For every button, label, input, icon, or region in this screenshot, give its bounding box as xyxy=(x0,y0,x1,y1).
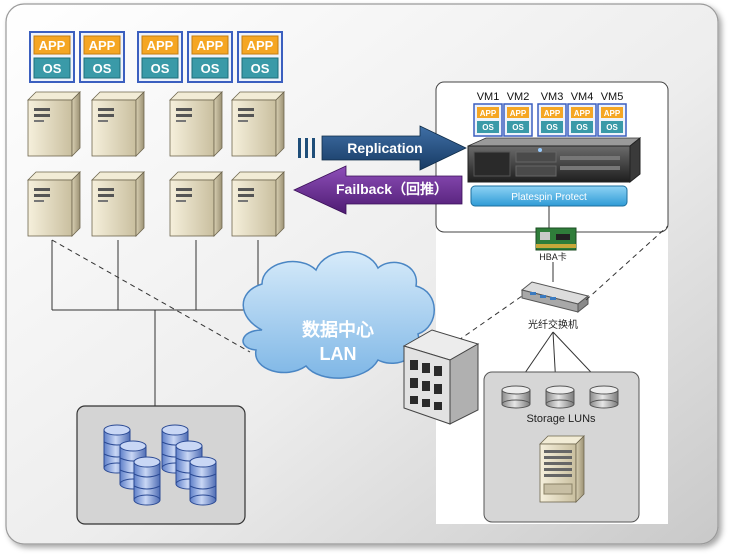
database-icon xyxy=(189,456,217,506)
lan-cloud-line1: 数据中心 xyxy=(302,319,374,340)
lan-cloud-line2: LAN xyxy=(320,344,357,364)
vm-label: VM1 xyxy=(477,91,500,103)
os-box xyxy=(33,57,71,79)
vm-os-label: OS xyxy=(512,123,524,132)
app-os-stack-group: APP OS APP OS APP OS APP OS xyxy=(29,31,283,83)
app-os-stack: APP OS xyxy=(137,31,183,83)
server-tower-icon xyxy=(169,91,223,157)
storage-cabinet-icon xyxy=(539,435,585,503)
failback-label: Failback（回推） xyxy=(336,181,448,197)
hba-label: HBA卡 xyxy=(539,251,567,262)
fc-switch-label: 光纤交换机 xyxy=(528,318,578,331)
vm-os-label: OS xyxy=(606,123,618,132)
failback-arrow: Failback（回推） xyxy=(293,165,463,215)
os-label: OS xyxy=(43,61,62,76)
vm-label: VM4 xyxy=(571,91,594,103)
vm-app-label: APP xyxy=(544,109,561,118)
app-label: APP xyxy=(197,38,224,53)
app-os-stack: APP OS xyxy=(29,31,75,83)
vm-label: VM5 xyxy=(601,91,624,103)
vm-app-label: APP xyxy=(480,109,497,118)
os-box xyxy=(191,57,229,79)
lun-disk-icon xyxy=(589,385,619,409)
app-box xyxy=(33,35,71,55)
os-box xyxy=(141,57,179,79)
storage-luns-box: Storage LUNs xyxy=(483,371,640,523)
app-os-stack: APP OS xyxy=(237,31,283,83)
lan-cloud-icon: 数据中心 LAN xyxy=(242,251,435,379)
vm-os-label: OS xyxy=(482,123,494,132)
datacenter-building-icon xyxy=(402,329,480,425)
dashed-link-lines xyxy=(435,225,669,357)
server-tower-icon xyxy=(91,91,145,157)
app-box xyxy=(141,35,179,55)
os-box xyxy=(241,57,279,79)
source-servers xyxy=(27,91,285,237)
vm-app-os-stack: APP OS xyxy=(597,103,627,137)
lun-disk-icon xyxy=(545,385,575,409)
vm-app-label: APP xyxy=(604,109,621,118)
lun-disk-icon xyxy=(501,385,531,409)
storage-label: Storage LUNs xyxy=(526,413,596,425)
vm-os-label: OS xyxy=(546,123,558,132)
app-label: APP xyxy=(247,38,274,53)
os-label: OS xyxy=(151,61,170,76)
app-box xyxy=(241,35,279,55)
app-label: APP xyxy=(147,38,174,53)
vm-app-os-stack: APP OS xyxy=(473,103,503,137)
vm-label: VM2 xyxy=(507,91,530,103)
vm-app-os-stack: APP OS xyxy=(503,103,533,137)
vm-app-label: APP xyxy=(510,109,527,118)
replication-arrow: Replication xyxy=(298,125,467,171)
os-label: OS xyxy=(251,61,270,76)
hba-card-icon: HBA卡 xyxy=(535,206,577,282)
app-box xyxy=(83,35,121,55)
replication-label: Replication xyxy=(347,140,422,156)
product-label: Platespin Protect xyxy=(511,192,587,203)
vm-app-os-stack: APP OS xyxy=(537,103,567,137)
server-tower-icon xyxy=(27,171,81,237)
app-os-stack: APP OS xyxy=(187,31,233,83)
server-tower-icon xyxy=(91,171,145,237)
vm-app-label: APP xyxy=(574,109,591,118)
app-os-stack: APP OS xyxy=(79,31,125,83)
vm-stack-group: VM1 VM2 VM3 VM4 VM5 APP OS APP OS APP OS xyxy=(473,91,627,137)
platespin-product-bar: Platespin Protect xyxy=(470,185,628,207)
os-label: OS xyxy=(201,61,220,76)
server-tower-icon xyxy=(169,171,223,237)
rack-server-icon xyxy=(467,136,642,184)
os-label: OS xyxy=(93,61,112,76)
app-label: APP xyxy=(89,38,116,53)
server-tower-icon xyxy=(231,171,285,237)
vm-label: VM3 xyxy=(541,91,564,103)
vm-os-label: OS xyxy=(576,123,588,132)
os-box xyxy=(83,57,121,79)
server-tower-icon xyxy=(231,91,285,157)
database-storage-box xyxy=(76,405,246,525)
app-box xyxy=(191,35,229,55)
app-label: APP xyxy=(39,38,66,53)
server-tower-icon xyxy=(27,91,81,157)
database-icon xyxy=(133,456,161,506)
fc-switch-icon: 光纤交换机 xyxy=(520,281,590,331)
vm-app-os-stack: APP OS xyxy=(567,103,597,137)
